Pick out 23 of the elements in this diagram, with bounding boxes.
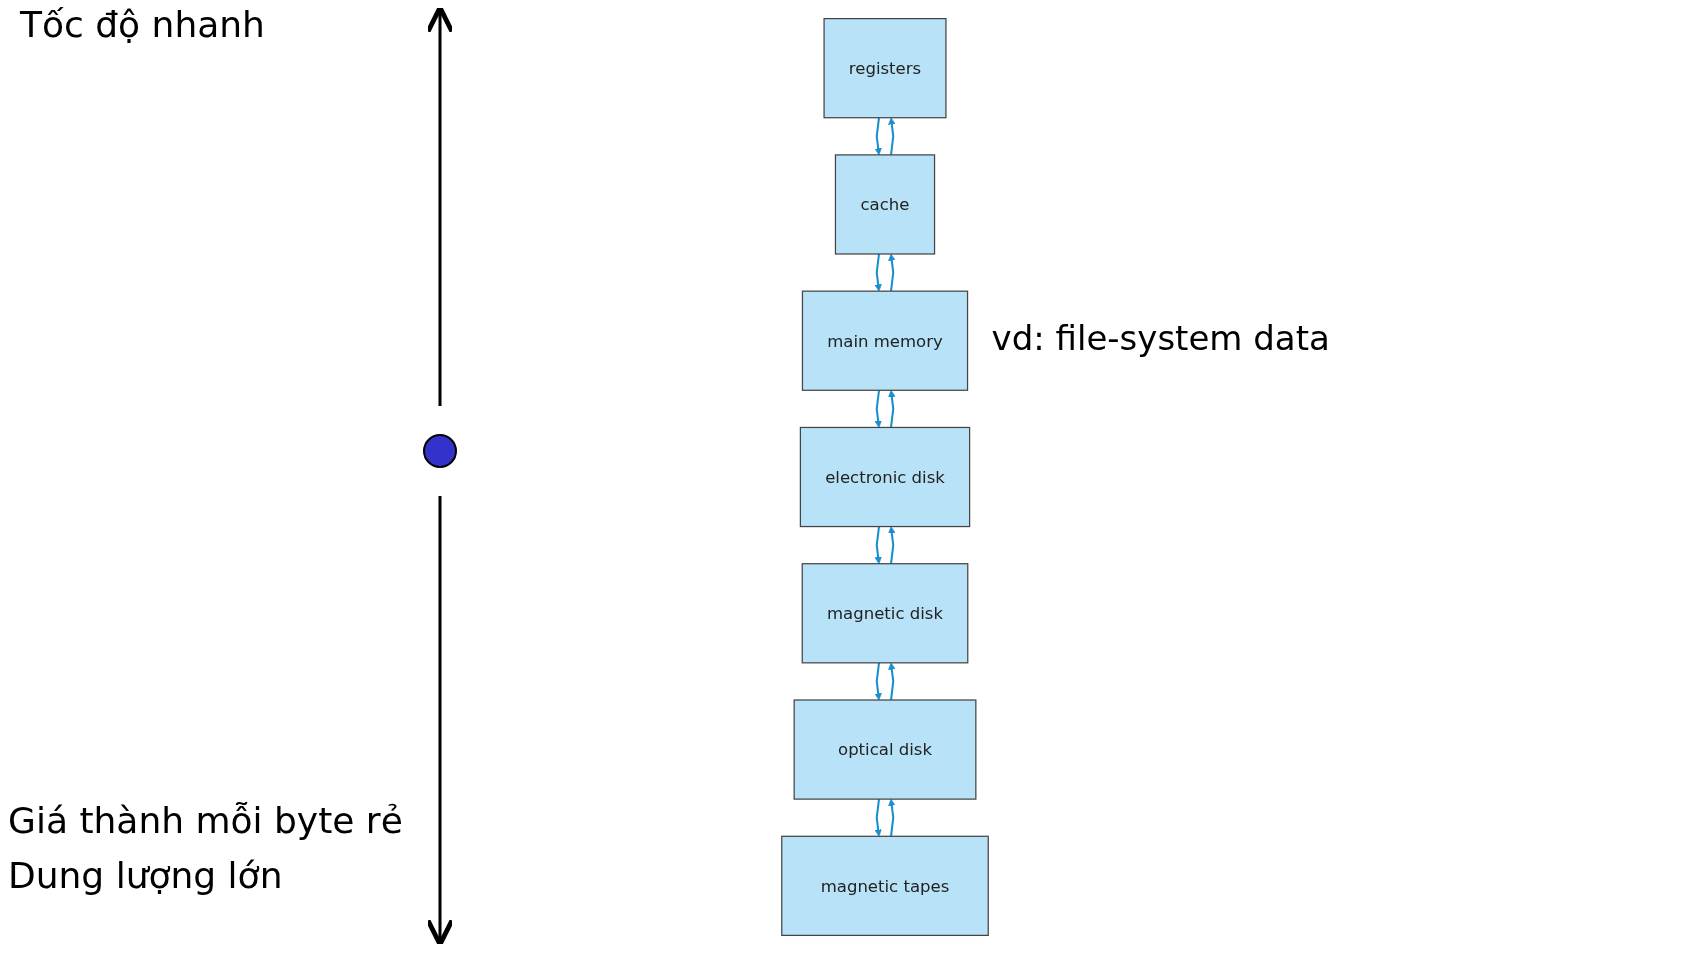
arrow bbox=[874, 525, 882, 564]
node-box: electronic disk bbox=[799, 426, 971, 527]
arrow bbox=[888, 798, 896, 836]
arrow bbox=[888, 662, 896, 700]
arrow bbox=[888, 253, 896, 291]
node-box: cache bbox=[834, 153, 936, 255]
arrow bbox=[874, 253, 882, 291]
node-box: registers bbox=[823, 17, 947, 118]
arrow bbox=[874, 389, 882, 428]
example-note: vd: file-system data bbox=[991, 318, 1330, 359]
arrow bbox=[874, 662, 882, 700]
arrow bbox=[888, 389, 896, 428]
node-box: magnetic tapes bbox=[781, 835, 989, 936]
node-box: magnetic disk bbox=[801, 562, 969, 663]
axis-label: Dung lượng lớn bbox=[8, 855, 283, 896]
node-box: main memory bbox=[801, 290, 969, 391]
node-box: optical disk bbox=[793, 698, 977, 800]
axis-label: Giá thành mỗi byte rẻ bbox=[8, 800, 403, 841]
arrow bbox=[888, 525, 896, 564]
arrow bbox=[888, 116, 896, 155]
axis-label: Tốc độ nhanh bbox=[20, 4, 265, 45]
arrow bbox=[874, 117, 882, 155]
arrow bbox=[874, 798, 882, 837]
